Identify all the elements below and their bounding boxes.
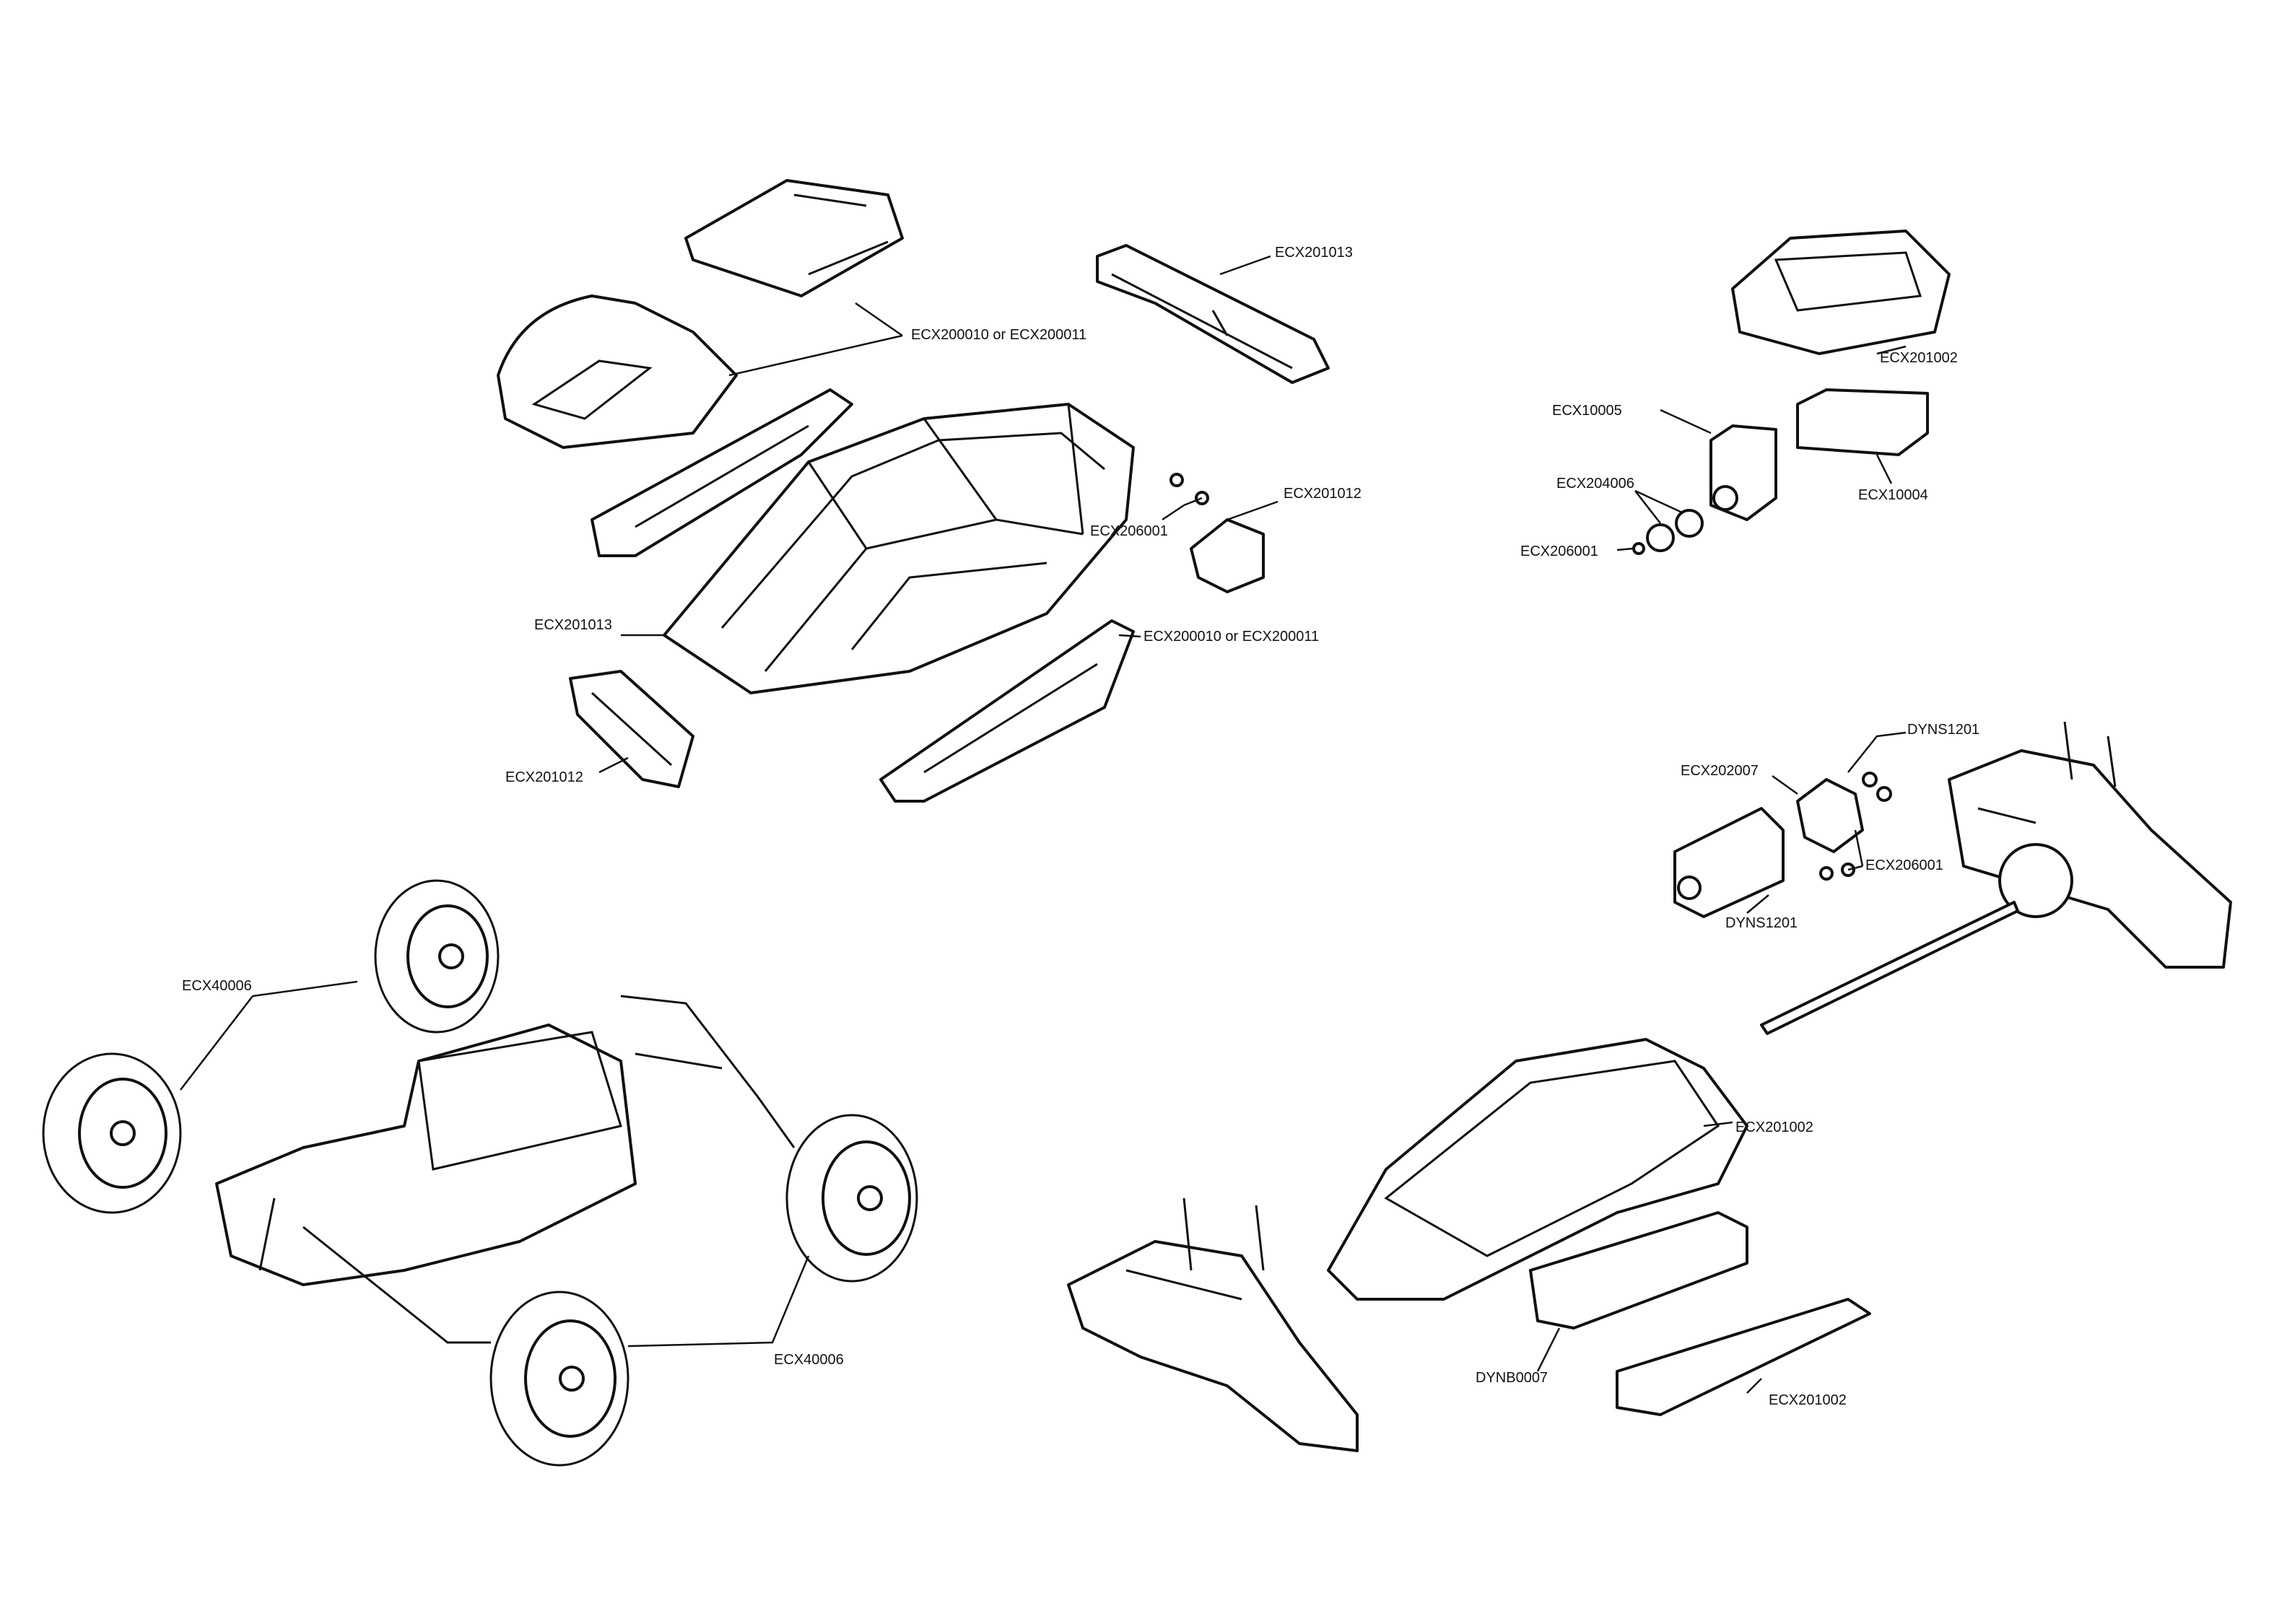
label-servo-saver: ECX204006	[1556, 476, 1634, 492]
label-cage-screws: ECX206001	[1090, 523, 1168, 539]
front-cover-plate	[569, 670, 694, 788]
leader-lines	[180, 255, 1907, 1394]
assembled-chassis	[215, 995, 796, 1344]
label-receiver: ECX10004	[1858, 487, 1928, 503]
right-side-panel	[879, 619, 1135, 803]
main-chassis	[1327, 1038, 1748, 1301]
label-body-panels-side: ECX200010 or ECX200011	[1143, 629, 1319, 645]
cage-screws	[1169, 473, 1209, 505]
label-servo: ECX10005	[1552, 403, 1622, 419]
label-battery-cover: ECX201002	[1769, 1392, 1847, 1408]
part-labels: ECX201013 ECX200010 or ECX200011 ECX2060…	[182, 245, 1979, 1408]
rear-wing	[1096, 244, 1330, 384]
receiver	[1796, 388, 1929, 456]
label-receiver-box: ECX201002	[1880, 350, 1958, 366]
rear-left-tire	[489, 1291, 630, 1467]
receiver-box	[1731, 230, 1951, 355]
drive-shaft	[1760, 901, 2019, 1035]
label-cage: ECX201013	[534, 617, 612, 633]
label-wing: ECX201013	[1275, 245, 1353, 261]
label-battery: DYNB0007	[1476, 1370, 1548, 1386]
battery-cover	[1616, 1298, 1871, 1416]
motor	[1673, 807, 1785, 918]
mount-screws	[1819, 772, 1892, 881]
roll-cage	[663, 403, 1135, 694]
rear-cover-plate	[1190, 518, 1265, 593]
front-suspension-assembly	[1067, 1197, 1359, 1452]
left-side-panel	[591, 388, 853, 557]
label-servo-screw: ECX206001	[1520, 543, 1598, 559]
front-right-tire	[374, 879, 500, 1034]
front-left-tire	[42, 1052, 182, 1214]
label-rear-cover: ECX201012	[1284, 486, 1362, 502]
label-chassis: ECX201002	[1735, 1119, 1813, 1135]
motor-mount	[1796, 778, 1864, 853]
label-tires-rear: ECX40006	[774, 1352, 844, 1368]
label-motor-mount: ECX202007	[1681, 763, 1759, 779]
label-motor-screws-top: DYNS1201	[1907, 722, 1979, 738]
rear-suspension-assembly	[1948, 721, 2232, 969]
roof-panel	[684, 179, 904, 297]
servo-screw	[1632, 542, 1645, 555]
battery-pack	[1529, 1211, 1748, 1330]
servo	[1709, 424, 1777, 521]
label-body-panels-top: ECX200010 or ECX200011	[911, 327, 1086, 343]
label-motor: DYNS1201	[1725, 915, 1798, 931]
hood-panel	[497, 294, 738, 449]
label-front-cover: ECX201012	[505, 769, 583, 785]
rear-right-tire	[785, 1114, 918, 1283]
label-motor-mount-screws: ECX206001	[1865, 857, 1943, 873]
servo-saver	[1646, 509, 1704, 552]
label-tires-front: ECX40006	[182, 978, 252, 994]
